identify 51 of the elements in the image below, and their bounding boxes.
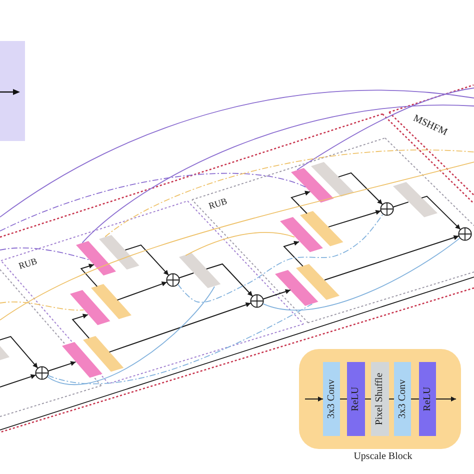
connection-curve: [82, 104, 474, 244]
layer-block: [371, 362, 389, 436]
connection-curve: [0, 247, 90, 260]
layer-label: Pixel Shuffle: [375, 372, 385, 426]
region-label: RUB: [18, 256, 38, 272]
connection-curve: [0, 90, 474, 218]
connection-curve: [296, 88, 474, 170]
connection-curve: [46, 286, 215, 386]
arrow: [262, 289, 291, 300]
connector-line: [340, 398, 348, 400]
arrow: [108, 302, 252, 353]
layer-label: 3x3 Conv: [326, 379, 336, 419]
arrow: [304, 396, 324, 402]
connection-curve: [185, 232, 295, 256]
arrow: [421, 196, 461, 230]
connector-line: [364, 398, 372, 400]
connection-curve: [0, 172, 306, 232]
arrow: [116, 282, 168, 301]
arrow: [48, 361, 76, 372]
layer-label: ReLU: [422, 386, 432, 412]
connection-curve: [0, 301, 84, 311]
region-label: RUB: [208, 196, 228, 212]
arrow: [72, 314, 90, 339]
layer-block: [419, 362, 436, 436]
arrow: [338, 172, 383, 205]
arrow: [206, 263, 254, 297]
arrow: [290, 190, 311, 214]
connection-curve: [0, 162, 474, 320]
layer-label: 3x3 Conv: [398, 379, 408, 419]
layer-label: ReLU: [351, 386, 361, 412]
layer-block: [323, 362, 340, 436]
layer-block: [347, 362, 365, 436]
connector-line: [388, 398, 394, 400]
arrow: [0, 336, 38, 369]
arrow: [328, 210, 382, 228]
arrow: [283, 240, 304, 267]
connector-line: [178, 272, 194, 278]
connection-curve: [262, 238, 460, 311]
connection-curve: [104, 150, 474, 238]
connection-curve: [48, 304, 313, 384]
arrow: [436, 396, 456, 402]
connection-curve: [177, 214, 384, 303]
connector-line: [392, 202, 409, 208]
arrow: [324, 235, 460, 280]
arrow: [80, 264, 98, 287]
module-block: [0, 41, 25, 141]
panel-caption: Upscale Block: [354, 452, 412, 462]
layer-block: [394, 362, 411, 436]
arrow: [0, 374, 36, 388]
arrow: [124, 244, 170, 276]
connector-line: [410, 398, 420, 400]
